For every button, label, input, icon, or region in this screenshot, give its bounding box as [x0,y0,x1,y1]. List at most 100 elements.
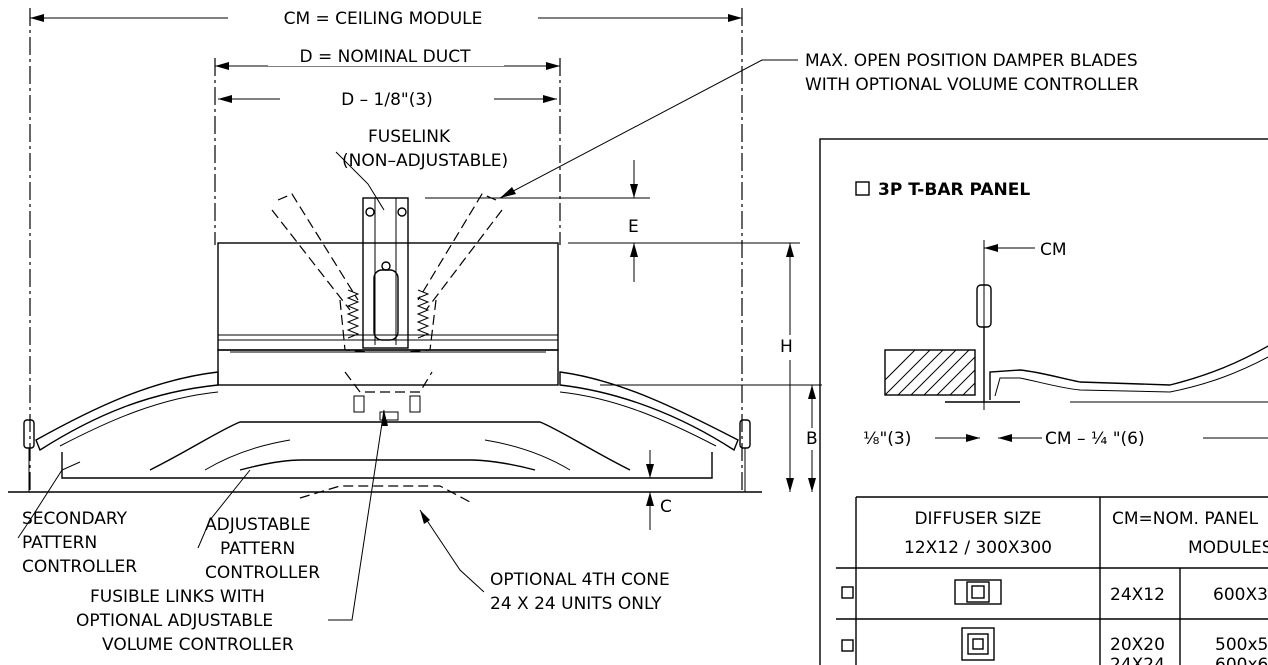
secondary-label-line1: SECONDARY [22,509,128,529]
clip-right [409,395,421,413]
outer-cone-left [35,371,219,452]
t-bar-left [23,419,35,449]
fusible-label-line3: VOLUME CONTROLLER [102,635,294,655]
diffuser-rect-icon [954,579,1002,605]
adjustable-label-line3: CONTROLLER [205,563,320,583]
fuselink-leader [335,151,385,211]
row2-metric-2: 600x600 [1215,655,1268,665]
damper-blade-right-inner [425,209,503,311]
diffuser-square-icon [961,627,995,661]
panel-edge-profile [989,345,1268,400]
table-header-modules-line1: CM=NOM. PANEL [1112,509,1259,529]
middle-cone [149,421,631,471]
spring-right [416,289,430,339]
secondary-leader [17,461,81,539]
panel-frame [61,452,713,479]
fuselink-pin [365,207,375,217]
arrowhead [966,434,980,442]
arrowhead [630,184,638,198]
arrowhead [218,95,232,103]
arrowhead [646,464,654,478]
table-header-modules-line2: MODULES [1188,538,1268,558]
hatching [884,349,976,396]
panel-cm-label: CM [1040,240,1067,260]
hatched-ceiling-block [884,349,976,396]
fusible-label-line1: FUSIBLE LINKS WITH [90,587,265,607]
secondary-label-line3: CONTROLLER [22,557,137,577]
row1-imperial: 24X12 [1110,585,1165,605]
table-header-size-line2: 12X12 / 300X300 [904,538,1052,558]
arrowhead [420,510,430,524]
adjustable-leader [197,469,251,549]
row2-imperial-2: 24X24 [1110,655,1165,665]
nominal-duct-label: D = NOMINAL DUCT [300,47,472,67]
damper-callout-line2: WITH OPTIONAL VOLUME CONTROLLER [805,75,1139,95]
arrowhead [382,410,388,426]
tbar-panel-frame [819,138,1268,665]
c-label: C [660,497,672,517]
arrowhead [546,62,560,70]
duct-collar [217,242,559,351]
arrowhead [30,14,44,22]
center-clip [379,411,399,421]
panel-edge-inner [994,356,1268,397]
e-label: E [628,217,639,237]
arrowhead [808,385,816,399]
arrowhead [984,244,998,252]
damper-callout-line1: MAX. OPEN POSITION DAMPER BLADES [805,51,1138,71]
cm-minus-label: CM – ¹⁄₄ "(6) [1045,429,1145,449]
cone-label-line1: OPTIONAL 4TH CONE [490,570,670,590]
size-table [836,496,1268,665]
volume-controller [344,371,433,393]
neck-band [217,349,559,386]
arrowhead [728,14,742,22]
duct-minus-label: D – 1/8"(3) [341,90,433,110]
arrowhead [630,243,638,257]
adjustable-label-line1: ADJUSTABLE [205,515,311,535]
row-checkbox[interactable] [841,586,854,599]
cm-dimension-label: CM = CEILING MODULE [284,9,483,29]
label-mask [268,44,504,66]
fuselink-label-line2: (NON–ADJUSTABLE) [342,151,508,171]
outer-cone-right [559,371,739,452]
cone-label-line2: 24 X 24 UNITS ONLY [490,594,662,614]
secondary-label-line2: PATTERN [22,533,97,553]
arrowhead [808,478,816,492]
cone-leader [419,509,485,593]
fuselink-capsule [373,269,399,341]
fuselink-label-line1: FUSELINK [368,127,451,147]
arrowhead [646,492,654,506]
arrowhead [500,187,516,198]
h-label: H [780,337,793,357]
arrowhead [786,478,794,492]
fourth-cone [299,485,471,503]
checkbox-3p[interactable] [855,181,870,196]
arrowhead [215,62,229,70]
adjustable-label-line2: PATTERN [220,539,295,559]
row-checkbox[interactable] [841,639,854,652]
arrowhead [543,95,557,103]
arrowhead [786,243,794,257]
row2-imperial-1: 20X20 [1110,635,1165,655]
row2-metric-1: 500x500 [1215,635,1268,655]
fuselink-frame [362,197,409,349]
b-label: B [806,429,818,449]
row1-metric: 600X300 [1213,585,1268,605]
damper-pivot-right [404,299,437,353]
adjustable-arc-right [484,439,571,471]
damper-blade-left-inner [271,209,351,311]
fusible-leader [328,409,385,621]
tbar-panel-title: 3P T-BAR PANEL [878,180,1030,200]
damper-blade-left-outer [277,193,359,301]
damper-pivot-left [339,299,371,353]
clip-left [353,395,365,413]
fuselink-pin [397,207,407,217]
cone-inner-left [59,391,219,447]
cone-inner-right [559,391,717,447]
fusible-label-line2: OPTIONAL ADJUSTABLE [76,611,273,631]
spring-left [346,289,360,339]
fuselink-top [381,261,391,271]
damper-leader [499,59,798,199]
